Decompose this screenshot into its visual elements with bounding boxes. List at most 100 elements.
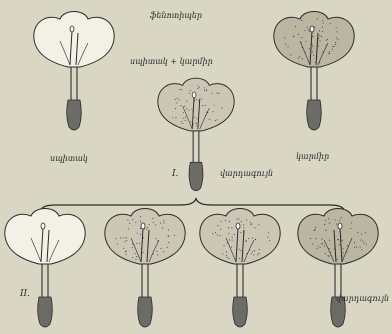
stipple-dot xyxy=(298,58,299,59)
ovary xyxy=(233,297,248,327)
anther xyxy=(41,223,45,229)
stipple-dot xyxy=(335,44,336,45)
stipple-dot xyxy=(181,89,182,90)
stipple-dot xyxy=(361,249,362,250)
stipple-dot xyxy=(140,234,141,235)
stipple-dot xyxy=(185,120,186,121)
stipple-dot xyxy=(337,259,338,260)
f2-numeral: II. xyxy=(20,290,30,299)
stipple-dot xyxy=(132,247,133,248)
ovary xyxy=(67,100,82,130)
anther xyxy=(192,92,196,98)
stipple-dot xyxy=(361,234,362,235)
stipple-dot xyxy=(140,221,141,222)
stipple-dot xyxy=(329,248,330,249)
stipple-dot xyxy=(320,247,321,248)
stem xyxy=(71,67,77,100)
stipple-dot xyxy=(315,227,316,228)
stem xyxy=(237,264,243,297)
stipple-dot xyxy=(343,248,344,249)
stipple-dot xyxy=(175,108,176,109)
stipple-dot xyxy=(206,90,207,91)
stipple-dot xyxy=(338,239,339,240)
anther xyxy=(141,223,145,229)
stipple-dot xyxy=(336,37,337,38)
stipple-dot xyxy=(328,218,329,219)
stipple-dot xyxy=(215,120,216,121)
stipple-dot xyxy=(332,49,333,50)
stipple-dot xyxy=(163,220,164,221)
stipple-dot xyxy=(351,222,352,223)
stipple-dot xyxy=(250,224,251,225)
stipple-dot xyxy=(343,252,344,253)
stipple-dot xyxy=(220,229,221,230)
stipple-dot xyxy=(185,117,186,118)
stipple-dot xyxy=(190,121,191,122)
stipple-dot xyxy=(202,99,203,100)
stipple-dot xyxy=(241,221,242,222)
corolla xyxy=(5,209,85,265)
f2-white-flower xyxy=(5,209,85,328)
ovary xyxy=(307,100,322,130)
stipple-dot xyxy=(312,46,313,47)
stipple-dot xyxy=(329,240,330,241)
stipple-dot xyxy=(243,224,244,225)
stipple-dot xyxy=(350,228,351,229)
stipple-dot xyxy=(213,111,214,112)
stipple-dot xyxy=(206,89,207,90)
stipple-dot xyxy=(325,253,326,254)
stipple-dot xyxy=(135,253,136,254)
stipple-dot xyxy=(310,238,311,239)
stipple-dot xyxy=(322,20,323,21)
stipple-dot xyxy=(218,93,219,94)
stipple-dot xyxy=(221,108,222,109)
stipple-dot xyxy=(129,223,130,224)
anther xyxy=(310,26,314,32)
stipple-dot xyxy=(334,46,335,47)
stipple-dot xyxy=(314,26,315,27)
stem xyxy=(335,264,341,297)
stipple-dot xyxy=(127,220,128,221)
stipple-dot xyxy=(321,239,322,240)
stipple-dot xyxy=(258,224,259,225)
stipple-dot xyxy=(312,36,313,37)
stipple-dot xyxy=(295,26,296,27)
stipple-dot xyxy=(253,254,254,255)
stipple-dot xyxy=(157,251,158,252)
stipple-dot xyxy=(123,237,124,238)
stipple-dot xyxy=(337,39,338,40)
stipple-dot xyxy=(322,243,323,244)
stipple-dot xyxy=(212,233,213,234)
stipple-dot xyxy=(128,228,129,229)
f1-label: վարդագույն xyxy=(220,170,273,178)
stipple-dot xyxy=(123,248,124,249)
stipple-dot xyxy=(332,46,333,47)
stipple-dot xyxy=(362,241,363,242)
cross-label: սպիտակ + կարմիր xyxy=(130,58,213,66)
ovary xyxy=(189,162,203,191)
stipple-dot xyxy=(288,46,289,47)
stipple-dot xyxy=(335,42,336,43)
stipple-dot xyxy=(177,98,178,99)
stipple-dot xyxy=(326,40,327,41)
stipple-dot xyxy=(360,239,361,240)
stipple-dot xyxy=(157,254,158,255)
stipple-dot xyxy=(255,239,256,240)
stipple-dot xyxy=(299,56,300,57)
stipple-dot xyxy=(293,36,294,37)
stipple-dot xyxy=(366,244,367,245)
stipple-dot xyxy=(251,253,252,254)
stipple-dot xyxy=(162,227,163,228)
stipple-dot xyxy=(304,30,305,31)
stipple-dot xyxy=(180,89,181,90)
stipple-dot xyxy=(324,224,325,225)
stipple-dot xyxy=(196,118,197,119)
stipple-dot xyxy=(120,238,121,239)
stipple-dot xyxy=(149,224,150,225)
parent-white-flower xyxy=(34,12,114,131)
stipple-dot xyxy=(267,237,268,238)
stipple-dot xyxy=(135,222,136,223)
stipple-dot xyxy=(238,219,239,220)
heading-label: ֆենոտիպեր xyxy=(150,12,202,20)
